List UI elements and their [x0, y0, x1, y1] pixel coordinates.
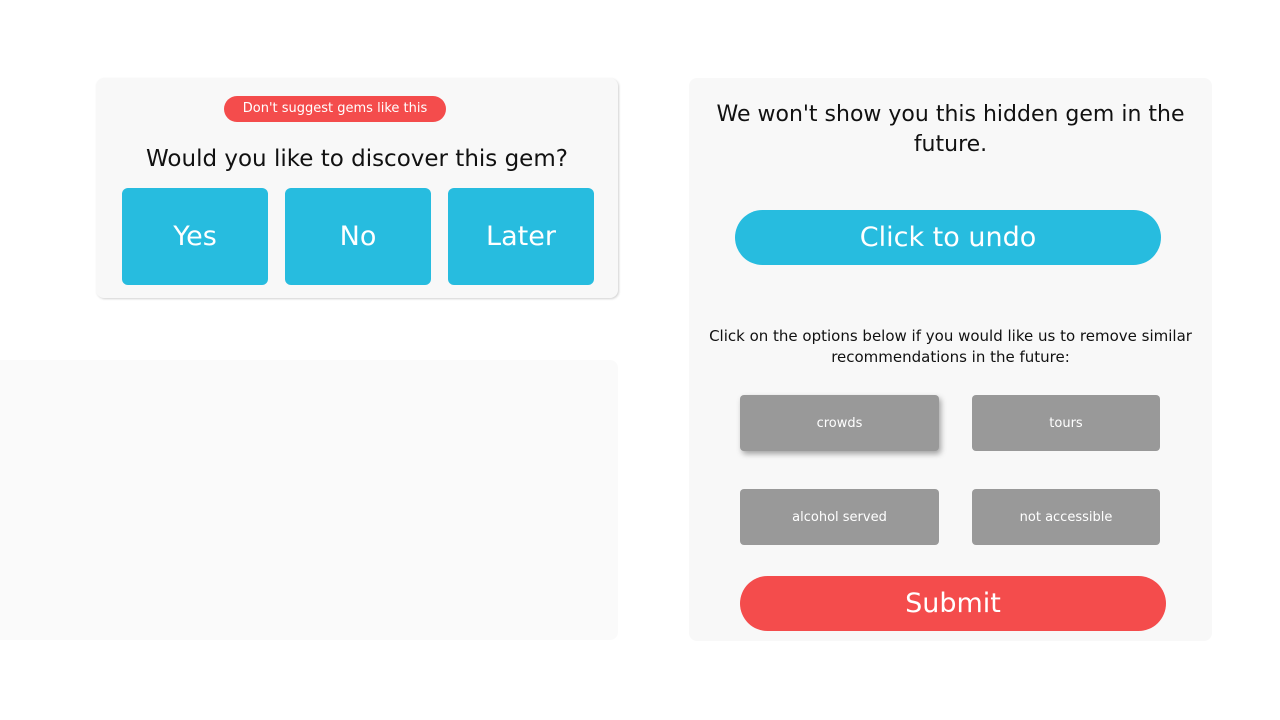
undo-button[interactable]: Click to undo [735, 210, 1161, 265]
feedback-card: We won't show you this hidden gem in the… [689, 78, 1212, 641]
no-button[interactable]: No [285, 188, 431, 285]
discover-question: Would you like to discover this gem? [146, 146, 568, 172]
tag-tours-button[interactable]: tours [972, 395, 1160, 451]
submit-button[interactable]: Submit [740, 576, 1166, 631]
yes-button[interactable]: Yes [122, 188, 268, 285]
instructions-text: Click on the options below if you would … [709, 327, 1192, 366]
tag-not-accessible-button[interactable]: not accessible [972, 489, 1160, 545]
placeholder-panel [0, 360, 618, 640]
later-button[interactable]: Later [448, 188, 594, 285]
tag-alcohol-served-button[interactable]: alcohol served [740, 489, 939, 545]
tag-crowds-button[interactable]: crowds [740, 395, 939, 451]
discover-card: Don't suggest gems like this Would you l… [96, 78, 618, 298]
dont-suggest-button[interactable]: Don't suggest gems like this [224, 96, 446, 122]
hidden-gem-notice: We won't show you this hidden gem in the… [716, 102, 1185, 157]
